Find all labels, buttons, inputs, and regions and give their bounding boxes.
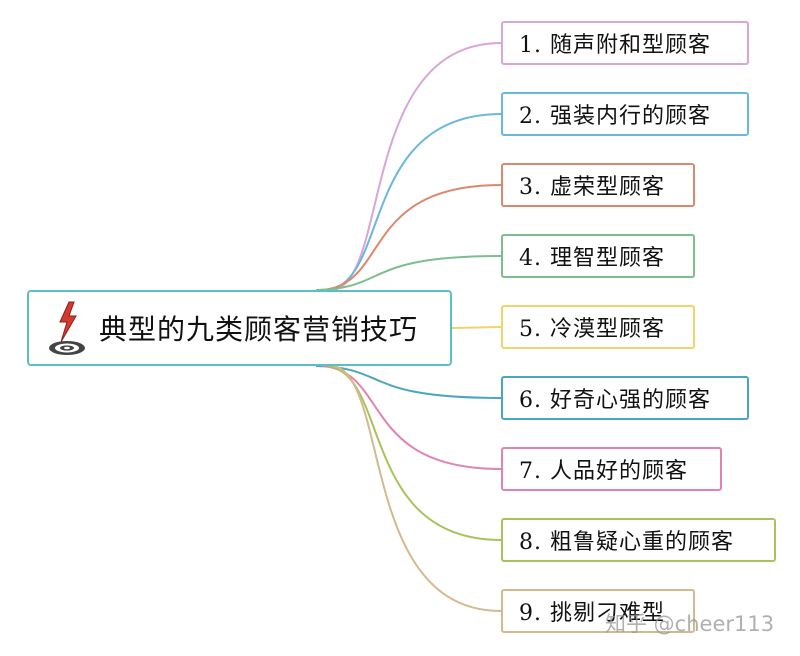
branch-node-2[interactable]: 2. 强装内行的顾客 bbox=[501, 92, 749, 136]
connector-5 bbox=[451, 326, 502, 329]
root-title: 典型的九类顾客营销技巧 bbox=[99, 313, 419, 346]
branch-node-4[interactable]: 4. 理智型顾客 bbox=[501, 234, 695, 278]
connector-7 bbox=[321, 365, 502, 470]
target-lightning-icon bbox=[49, 301, 85, 355]
branch-node-3[interactable]: 3. 虚荣型顾客 bbox=[501, 163, 695, 207]
branch-node-1[interactable]: 1. 随声附和型顾客 bbox=[501, 21, 749, 65]
watermark: 知乎 @cheer113 bbox=[605, 612, 775, 636]
branch-node-6[interactable]: 6. 好奇心强的顾客 bbox=[501, 376, 749, 420]
branch-node-9[interactable]: 9. 挑剔刁难型 bbox=[501, 589, 695, 633]
connector-4 bbox=[315, 255, 502, 291]
connector-2 bbox=[327, 113, 502, 291]
connector-9 bbox=[333, 365, 502, 612]
connector-1 bbox=[333, 42, 502, 291]
connector-3 bbox=[321, 184, 502, 291]
branch-node-5[interactable]: 5. 冷漠型顾客 bbox=[501, 305, 695, 349]
root-node[interactable]: 典型的九类顾客营销技巧 bbox=[27, 290, 452, 366]
branch-node-7[interactable]: 7. 人品好的顾客 bbox=[501, 447, 722, 491]
branch-node-8[interactable]: 8. 粗鲁疑心重的顾客 bbox=[501, 518, 776, 562]
